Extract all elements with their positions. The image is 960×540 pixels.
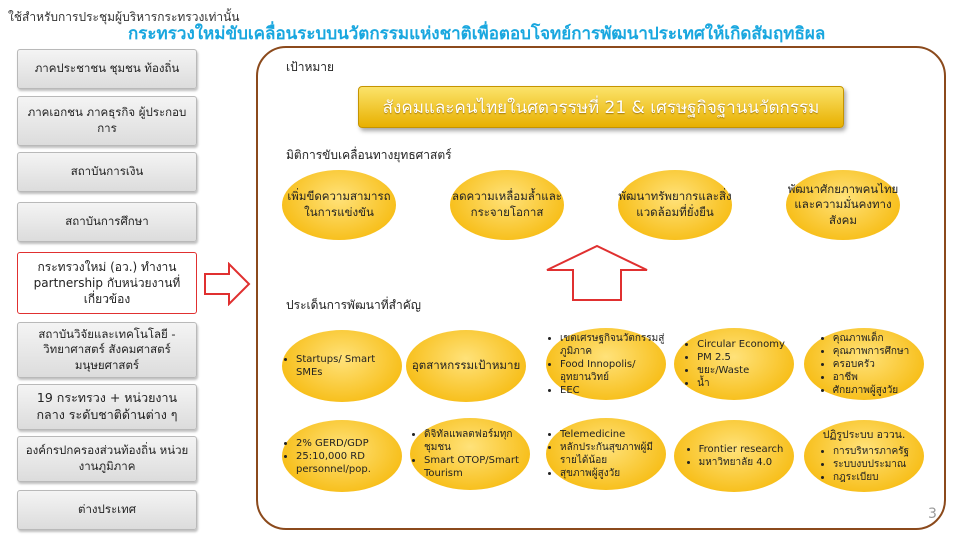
- strategy-section-label: มิติการขับเคลื่อนทางยุทธศาสตร์: [286, 148, 452, 162]
- strategy-oval-environment: พัฒนาทรัพยากรและสิ่งแวดล้อมที่ยั่งยืน: [618, 170, 732, 240]
- list-item: ครอบครัว: [833, 358, 909, 371]
- list-item: Food Innopolis/ อุทยานวิทย์: [560, 358, 666, 384]
- strategy-oval-competitiveness: เพิ่มขีดความสามารถในการแข่งขัน: [282, 170, 396, 240]
- list-item: อาชีพ: [833, 371, 909, 384]
- issues-section-label: ประเด็นการพัฒนาที่สำคัญ: [286, 298, 421, 312]
- meeting-note: ใช้สำหรับการประชุมผู้บริหารกระทรวงเท่านั…: [8, 10, 240, 24]
- list-item: PM 2.5: [697, 351, 785, 364]
- list-item: ขยะ/Waste: [697, 364, 785, 377]
- list-item: 25:10,000 RD personnel/pop.: [296, 450, 402, 476]
- list-item: Circular Economy: [697, 338, 785, 351]
- issue-oval-startups: Startups/ Smart SMEs: [282, 330, 402, 402]
- list-item: หลักประกันสุขภาพผู้มีรายได้น้อย: [560, 441, 666, 467]
- issue-title: ปฏิรูประบบ อววน.: [822, 429, 906, 442]
- page-number: 3: [928, 506, 937, 522]
- list-item: 2% GERD/GDP: [296, 437, 402, 450]
- list-item: น้ำ: [697, 377, 785, 390]
- issue-text: อุตสาหกรรมเป้าหมาย: [411, 358, 521, 373]
- issue-oval-telemedicine: Telemedicine หลักประกันสุขภาพผู้มีรายได้…: [546, 418, 666, 490]
- stakeholder-box-ministry: กระทรวงใหม่ (อว.) ทำงาน partnership กับห…: [17, 252, 197, 314]
- stakeholder-box-private-sector: ภาคเอกชน ภาคธุรกิจ ผู้ประกอบการ: [17, 96, 197, 146]
- issue-oval-reform: ปฏิรูประบบ อววน. การบริหารภาครัฐ ระบบงบป…: [804, 420, 924, 492]
- stakeholder-box-research: สถาบันวิจัยและเทคโนโลยี - วิทยาศาสตร์ สั…: [17, 322, 197, 378]
- issue-oval-circular-economy: Circular Economy PM 2.5 ขยะ/Waste น้ำ: [674, 328, 794, 400]
- page-title: กระทรวงใหม่ขับเคลื่อนระบบนวัตกรรมแห่งชาต…: [128, 24, 826, 44]
- stakeholder-box-ministries: 19 กระทรวง + หน่วยงานกลาง ระดับชาติด้านต…: [17, 384, 197, 430]
- list-item: มหาวิทยาลัย 4.0: [699, 456, 784, 469]
- issue-oval-digital-platform: ดิจิทัลแพลตฟอร์มทุกชุมชน Smart OTOP/Smar…: [410, 418, 530, 490]
- goal-banner: สังคมและคนไทยในศตวรรษที่ 21 & เศรษฐกิจฐา…: [358, 86, 844, 128]
- issue-oval-innovation-zone: เขตเศรษฐกิจนวัตกรรมสู่ภูมิภาค Food Innop…: [546, 328, 666, 400]
- list-item: Frontier research: [699, 443, 784, 456]
- list-item: สุขภาพผู้สูงวัย: [560, 467, 666, 480]
- stakeholder-box-foreign: ต่างประเทศ: [17, 490, 197, 530]
- list-item: Telemedicine: [560, 428, 666, 441]
- list-item: คุณภาพการศึกษา: [833, 345, 909, 358]
- stakeholder-box-local-gov: องค์กรปกครองส่วนท้องถิ่น หน่วยงานภูมิภาค: [17, 436, 197, 482]
- list-item: กฎระเบียบ: [833, 471, 909, 484]
- list-item: คุณภาพเด็ก: [833, 332, 909, 345]
- stakeholder-box-community: ภาคประชาชน ชุมชน ท้องถิ่น: [17, 49, 197, 89]
- issue-oval-gerd: 2% GERD/GDP 25:10,000 RD personnel/pop.: [282, 420, 402, 492]
- strategy-oval-inequality: ลดความเหลื่อมล้ำและกระจายโอกาส: [450, 170, 564, 240]
- list-item: เขตเศรษฐกิจนวัตกรรมสู่ภูมิภาค: [560, 332, 666, 358]
- issue-oval-frontier-research: Frontier research มหาวิทยาลัย 4.0: [674, 420, 794, 492]
- strategy-oval-human: พัฒนาศักยภาพคนไทยและความมั่นคงทางสังคม: [786, 170, 900, 240]
- list-item: ศักยภาพผู้สูงวัย: [833, 384, 909, 397]
- list-item: Smart OTOP/Smart Tourism: [424, 454, 530, 480]
- goal-frame: [256, 46, 946, 530]
- arrow-right-icon: [204, 262, 251, 306]
- list-item: การบริหารภาครัฐ: [833, 445, 909, 458]
- arrow-up-icon: [546, 244, 648, 301]
- stakeholder-box-financial: สถาบันการเงิน: [17, 152, 197, 192]
- list-item: EEC: [560, 384, 666, 397]
- list-item: Startups/ Smart SMEs: [296, 353, 402, 379]
- frame-label: เป้าหมาย: [286, 60, 335, 74]
- issue-oval-target-industry: อุตสาหกรรมเป้าหมาย: [406, 330, 526, 402]
- list-item: ดิจิทัลแพลตฟอร์มทุกชุมชน: [424, 428, 530, 454]
- list-item: ระบบงบประมาณ: [833, 458, 909, 471]
- stakeholder-box-education: สถาบันการศึกษา: [17, 202, 197, 242]
- issue-oval-quality-of-life: คุณภาพเด็ก คุณภาพการศึกษา ครอบครัว อาชีพ…: [804, 328, 924, 400]
